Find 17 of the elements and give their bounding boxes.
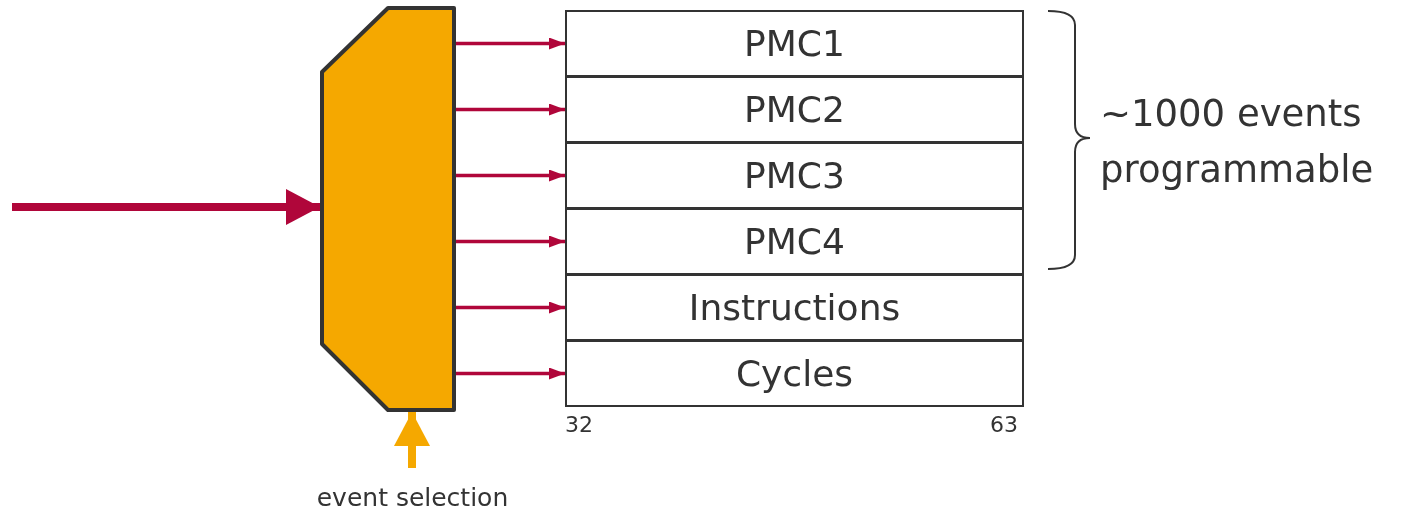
register-row: Instructions: [565, 274, 1024, 341]
arrow: [456, 367, 565, 380]
arrow: [456, 103, 565, 116]
bit-index: 32: [565, 412, 594, 439]
caption-text: event selection: [290, 480, 535, 513]
register-row: PMC3: [565, 142, 1024, 209]
arrow: [456, 235, 565, 248]
arrow: [456, 301, 565, 314]
register-row: PMC2: [565, 76, 1024, 143]
bit-index: 63: [990, 412, 1019, 439]
annotation-text: ~1000 events programmable: [1100, 91, 1375, 193]
register-row: Cycles: [565, 340, 1024, 407]
arrow: [456, 37, 565, 50]
arrow: [456, 169, 565, 182]
multiplexer-shape: [322, 8, 454, 410]
register-row: PMC4: [565, 208, 1024, 275]
register-row: PMC1: [565, 10, 1024, 77]
